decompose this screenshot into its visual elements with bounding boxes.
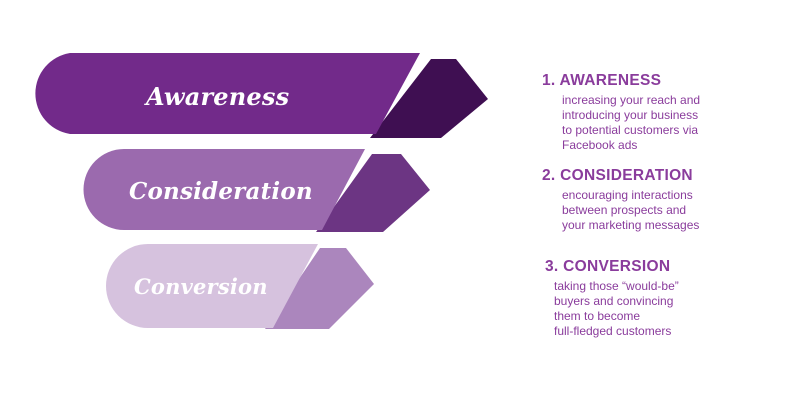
- awareness-band: [35, 53, 420, 134]
- conversion-label: Conversion: [134, 274, 268, 299]
- conversion-band: [106, 244, 318, 328]
- step-conversion: 3. CONVERSION taking those “would-be” bu…: [545, 258, 679, 339]
- step-heading: 2. CONSIDERATION: [542, 167, 693, 184]
- step-awareness: 1. AWARENESS increasing your reach and i…: [542, 72, 700, 153]
- conversion-fold: [265, 248, 374, 329]
- consideration-band: [83, 149, 365, 230]
- step-description: encouraging interactions between prospec…: [562, 188, 700, 232]
- funnel-stage-consideration: [83, 149, 430, 232]
- step-consideration: 2. CONSIDERATION encouraging interaction…: [542, 167, 699, 233]
- step-heading: 1. AWARENESS: [542, 72, 662, 89]
- consideration-fold: [316, 154, 430, 232]
- funnel-diagram: [35, 53, 488, 329]
- awareness-fold: [370, 59, 488, 138]
- step-heading: 3. CONVERSION: [545, 258, 671, 275]
- awareness-label: Awareness: [146, 82, 290, 111]
- funnel-stage-conversion: [106, 244, 374, 329]
- funnel-stage-awareness: [35, 53, 488, 138]
- step-description: increasing your reach and introducing yo…: [562, 93, 701, 152]
- step-description: taking those “would-be” buyers and convi…: [554, 279, 679, 338]
- consideration-label: Consideration: [129, 178, 313, 205]
